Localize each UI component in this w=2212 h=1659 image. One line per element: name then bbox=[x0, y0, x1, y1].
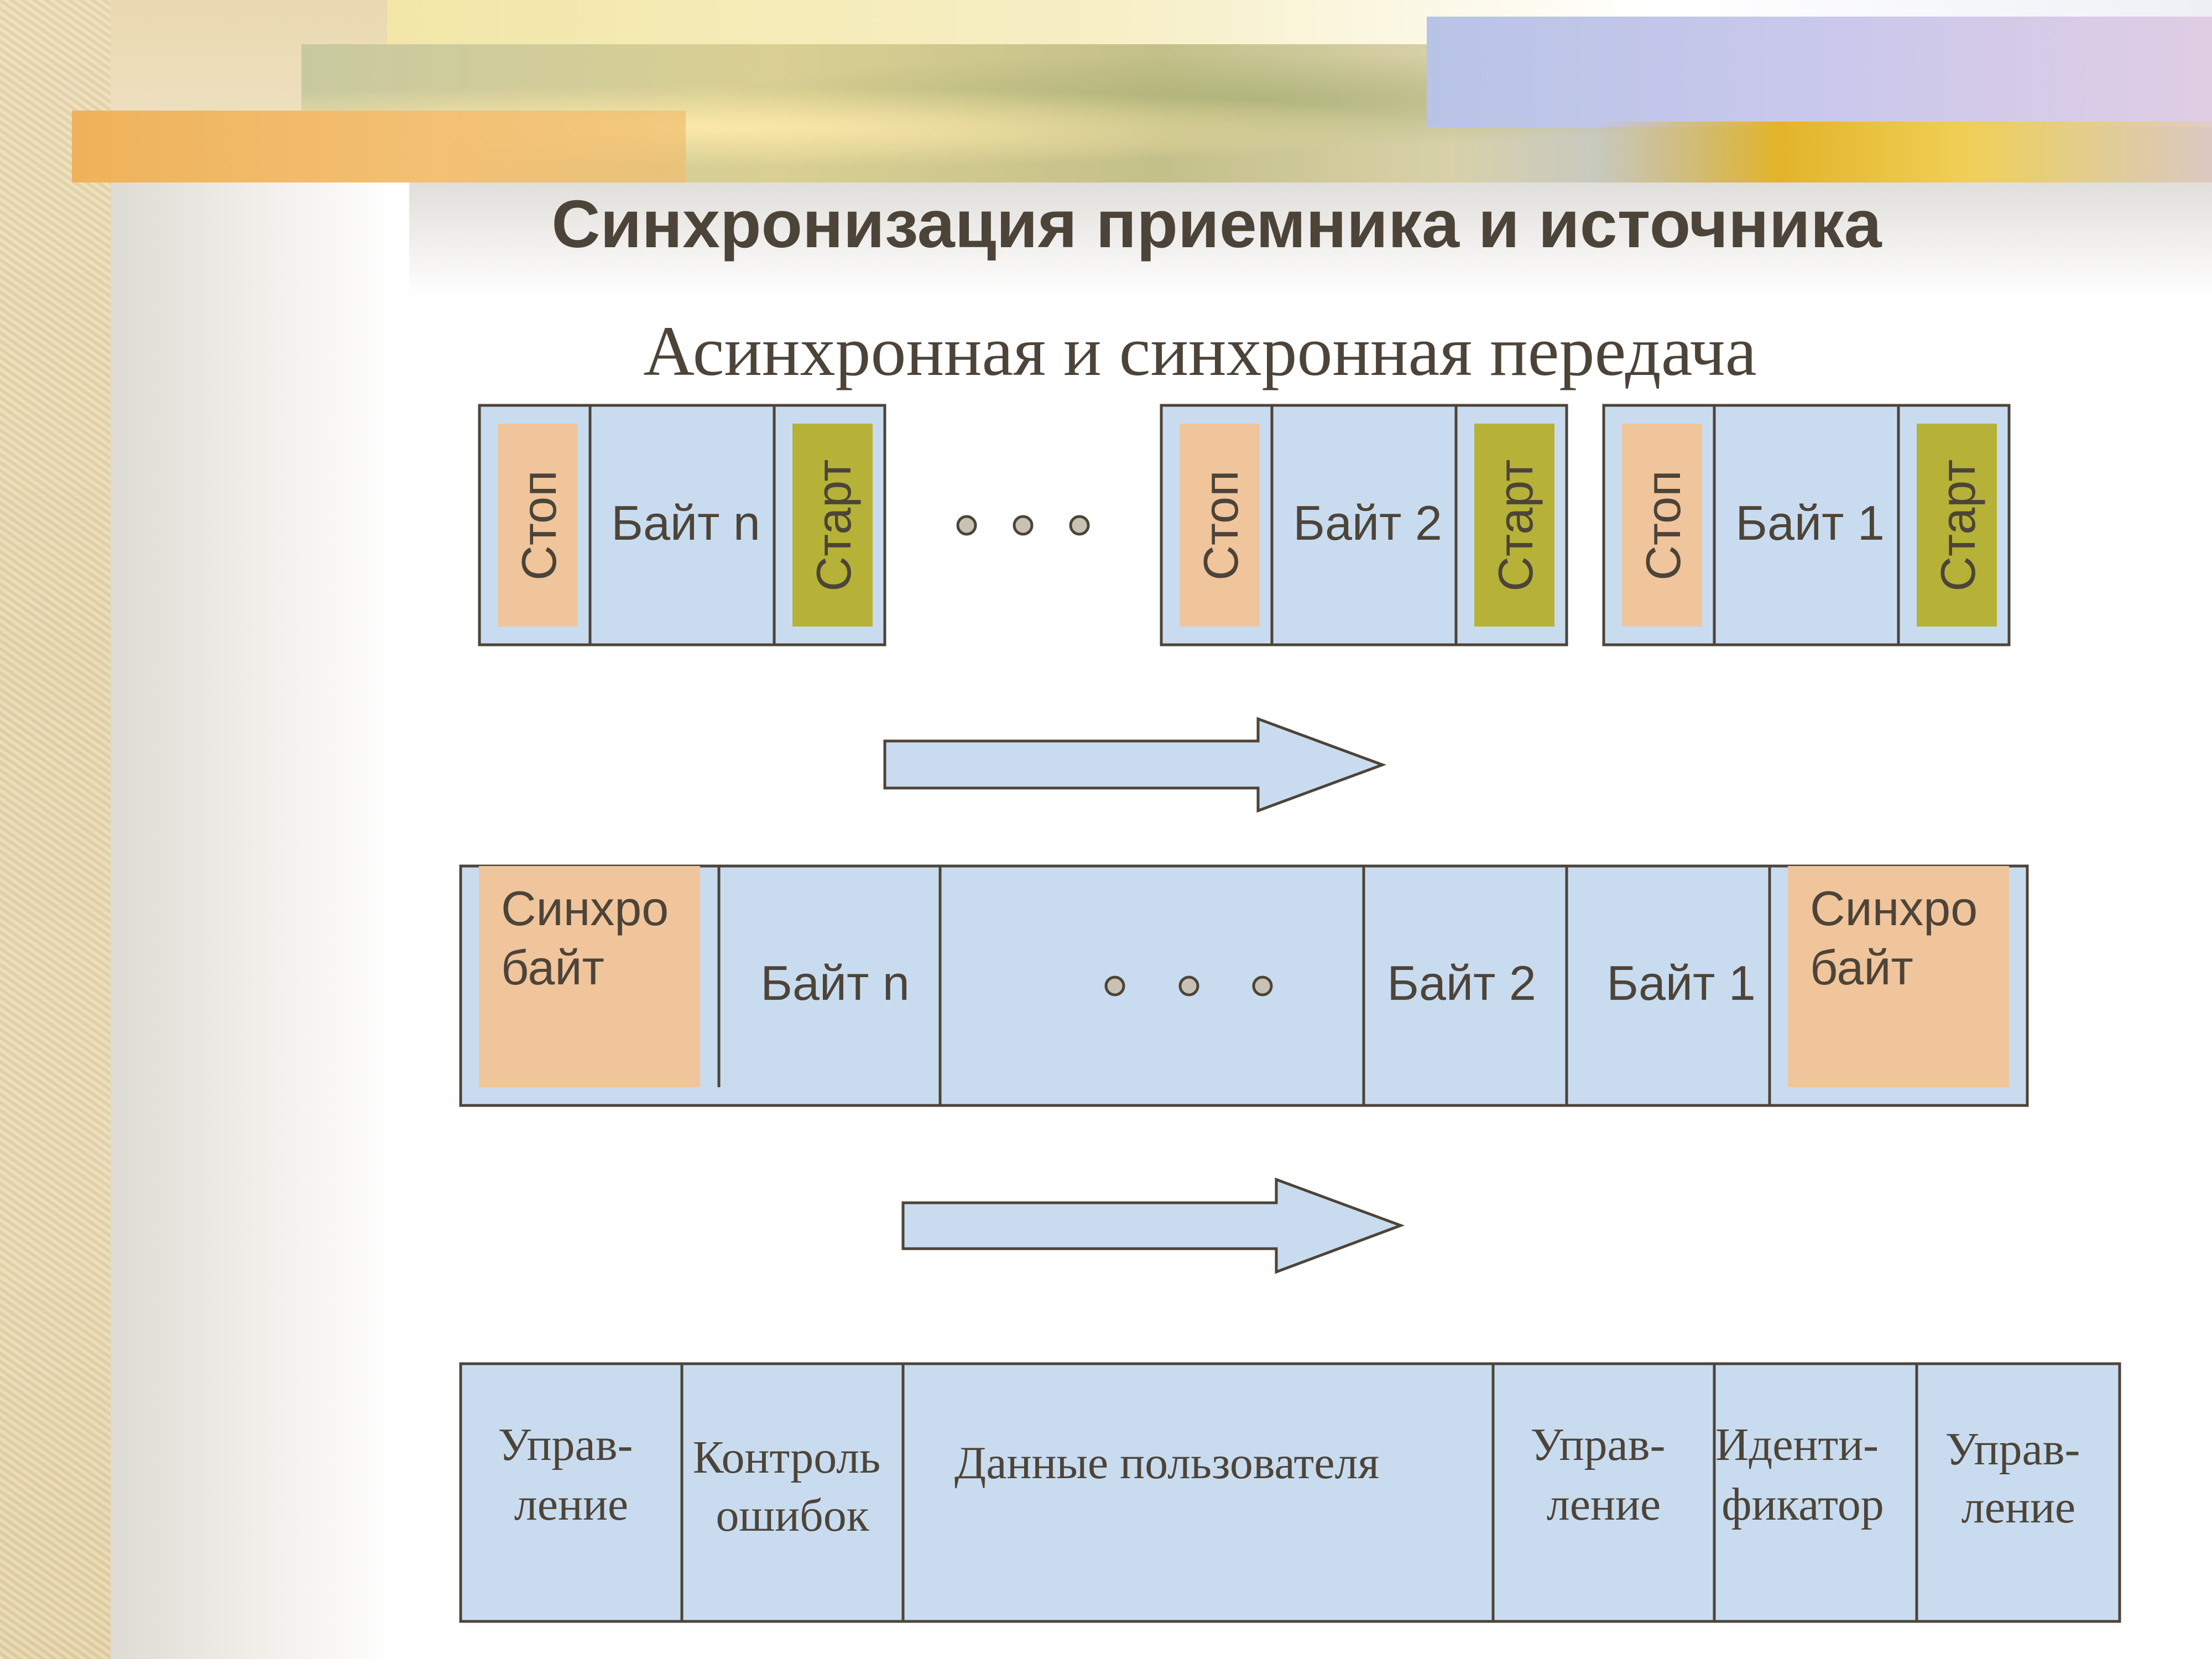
async-ellipsis bbox=[956, 515, 1090, 536]
ellipsis-dot bbox=[1104, 975, 1125, 997]
byte-1-label: Байт 1 bbox=[1606, 956, 1756, 1010]
field-error-check: Контроль ошибок bbox=[693, 1432, 893, 1541]
stop-label: Стоп bbox=[1193, 470, 1248, 580]
sync-byte-right bbox=[1788, 866, 2009, 1087]
direction-arrow-1 bbox=[883, 717, 1387, 813]
byte-label: Байт n bbox=[611, 495, 760, 550]
left-shade bbox=[111, 182, 398, 1659]
field-control-3: Управ- ление bbox=[1945, 1423, 2092, 1533]
start-label: Старт bbox=[1931, 459, 1985, 591]
start-bit bbox=[1917, 424, 1997, 627]
sync-byte-right-label: Синхро байт bbox=[1810, 881, 1991, 995]
byte-n-label: Байт n bbox=[760, 956, 910, 1010]
direction-arrow-2 bbox=[901, 1177, 1405, 1274]
stop-label: Стоп bbox=[512, 470, 566, 580]
async-frame-2: Стоп Байт 2 Старт bbox=[1160, 404, 1568, 646]
start-label: Старт bbox=[1488, 459, 1543, 591]
stop-bit bbox=[498, 424, 578, 627]
sync-byte-left-label: Синхро байт bbox=[501, 881, 682, 995]
sync-frame: Синхро байт Байт n Байт 2 Байт 1 Синхро … bbox=[459, 864, 2029, 1107]
ellipsis-dot bbox=[1178, 975, 1199, 997]
ellipsis-dot bbox=[1252, 975, 1273, 997]
header-orange-bar bbox=[72, 111, 686, 182]
start-bit bbox=[1474, 424, 1554, 627]
async-frame-n: Стоп Байт n Старт bbox=[478, 404, 886, 646]
packet-frame: Управ- ление Контроль ошибок Данные поль… bbox=[459, 1362, 2121, 1623]
field-control-1: Управ- ление bbox=[498, 1419, 645, 1530]
start-label: Старт bbox=[806, 459, 861, 591]
field-identifier: Иденти- фикатор bbox=[1715, 1419, 1890, 1530]
field-user-data: Данные пользователя bbox=[954, 1437, 1379, 1489]
header-decoration-gold bbox=[1593, 122, 2212, 182]
stop-label: Стоп bbox=[1636, 470, 1691, 580]
title-shadow bbox=[409, 182, 2212, 299]
slide-subtitle: Асинхронная и синхронная передача bbox=[643, 312, 1757, 390]
header-decoration-flowers bbox=[1427, 17, 2212, 127]
sync-byte-left bbox=[479, 866, 700, 1087]
stop-bit bbox=[1622, 424, 1702, 627]
stop-bit bbox=[1180, 424, 1260, 627]
slide-title: Синхронизация приемника и источника bbox=[551, 186, 1882, 262]
start-bit bbox=[792, 424, 873, 627]
async-frame-1: Стоп Байт 1 Старт bbox=[1602, 404, 2011, 646]
byte-label: Байт 2 bbox=[1293, 495, 1442, 550]
byte-label: Байт 1 bbox=[1735, 495, 1885, 550]
field-control-2: Управ- ление bbox=[1531, 1419, 1677, 1530]
left-texture-strip bbox=[0, 0, 111, 1659]
byte-2-label: Байт 2 bbox=[1387, 956, 1536, 1010]
